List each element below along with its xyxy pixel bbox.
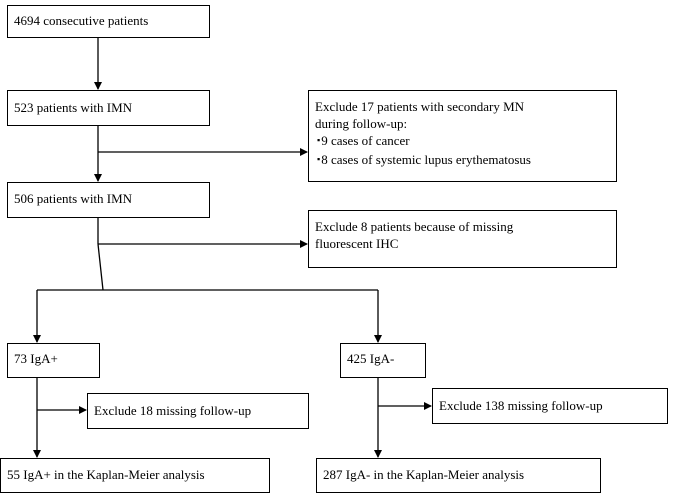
box-imn-506: 506 patients with IMN (7, 182, 210, 218)
bullet-item-cancer: ▪9 cases of cancer (315, 132, 610, 151)
box-exclude-ihc: Exclude 8 patients because of missing fl… (308, 210, 617, 268)
exclude-ihc-line2: fluorescent IHC (315, 236, 399, 251)
bullet-item-lupus: ▪8 cases of systemic lupus erythematosus (315, 151, 610, 170)
box-km-negative: 287 IgA- in the Kaplan-Meier analysis (316, 458, 601, 493)
box-km-positive-text: 55 IgA+ in the Kaplan-Meier analysis (7, 467, 205, 482)
box-km-positive: 55 IgA+ in the Kaplan-Meier analysis (0, 458, 270, 493)
box-consecutive-text: 4694 consecutive patients (14, 13, 149, 28)
bullet-lupus-text: 8 cases of systemic lupus erythematosus (321, 152, 531, 167)
box-exclude-negative-followup: Exclude 138 missing follow-up (432, 388, 668, 424)
exclude-secondary-line1: Exclude 17 patients with secondary MN (315, 99, 525, 114)
line-to-split (97, 243, 104, 291)
box-iga-negative-text: 425 IgA- (347, 351, 395, 366)
box-exclude-positive-followup: Exclude 18 missing follow-up (87, 393, 309, 429)
box-km-negative-text: 287 IgA- in the Kaplan-Meier analysis (323, 467, 525, 482)
box-imn-523: 523 patients with IMN (7, 90, 210, 126)
box-exclude-negative-text: Exclude 138 missing follow-up (439, 398, 603, 413)
box-consecutive-patients: 4694 consecutive patients (7, 5, 210, 38)
box-imn-506-text: 506 patients with IMN (14, 191, 133, 206)
bullet-icon: ▪ (317, 154, 321, 164)
bullet-icon: ▪ (317, 135, 321, 145)
box-iga-positive-text: 73 IgA+ (14, 351, 58, 366)
box-imn-523-text: 523 patients with IMN (14, 100, 133, 115)
box-exclude-positive-text: Exclude 18 missing follow-up (94, 403, 252, 418)
box-iga-negative: 425 IgA- (340, 343, 426, 378)
exclude-ihc-line1: Exclude 8 patients because of missing (315, 219, 514, 234)
box-exclude-secondary: Exclude 17 patients with secondary MN du… (308, 90, 617, 182)
box-iga-positive: 73 IgA+ (7, 343, 100, 378)
bullet-cancer-text: 9 cases of cancer (321, 133, 410, 148)
exclude-secondary-line2: during follow-up: (315, 116, 408, 131)
